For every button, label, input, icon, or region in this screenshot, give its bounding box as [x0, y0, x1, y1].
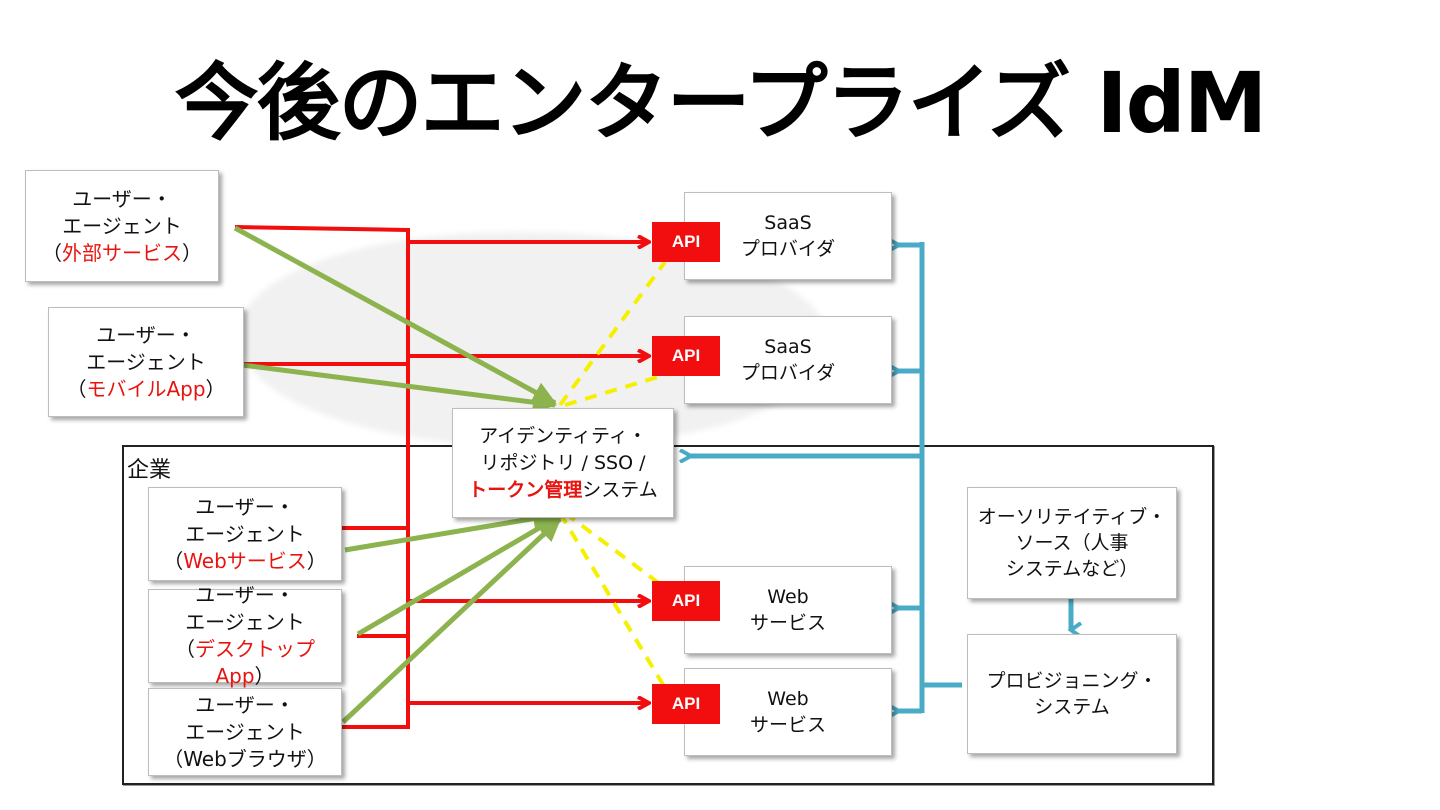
service-line2: プロバイダ: [740, 362, 836, 384]
authoritative-line1: オーソリテイティブ・: [977, 506, 1167, 528]
slide-title: 今後のエンタープライズ IdM: [174, 54, 1268, 152]
provisioning-system: プロビジョニング・ システム: [967, 634, 1177, 754]
agent-line2: エージェント: [185, 719, 305, 744]
identity-line1: アイデンティティ・: [479, 424, 647, 447]
blue-provisioning-lines: [690, 242, 1071, 713]
agent-line1: ユーザー・: [72, 186, 172, 211]
agent-line2: エージェント: [86, 349, 206, 374]
yellow-token-links: [558, 260, 669, 690]
user-agent-web-browser: ユーザー・ エージェント （Webブラウザ）: [148, 688, 342, 776]
provisioning-line1: プロビジョニング・: [986, 670, 1158, 692]
agent-open-paren: （: [163, 746, 184, 771]
service-line2: サービス: [749, 612, 826, 634]
service-line1: SaaS: [764, 212, 812, 234]
agent-line2: エージェント: [62, 213, 182, 238]
agent-kind: デスクトップApp: [195, 637, 315, 688]
agent-close-paren: ）: [205, 376, 226, 401]
provisioning-line2: システム: [1034, 696, 1110, 718]
user-agent-web-service: ユーザー・ エージェント （Webサービス）: [148, 487, 342, 581]
agent-open-paren: （: [42, 240, 62, 265]
enterprise-label: 企業: [127, 458, 172, 483]
user-agent-mobile-app: ユーザー・ エージェント （モバイルApp）: [48, 307, 244, 417]
service-line2: サービス: [749, 714, 826, 736]
agent-line1: ユーザー・: [96, 322, 196, 347]
agent-kind: Webブラウザ: [183, 746, 307, 771]
api-badge-web-2: API: [652, 684, 720, 724]
authoritative-source: オーソリテイティブ・ ソース（人事 システムなど）: [967, 487, 1177, 599]
agent-kind: Webサービス: [183, 548, 307, 573]
agent-kind: 外部サービス: [62, 240, 182, 265]
agent-line1: ユーザー・: [195, 692, 295, 717]
service-line1: Web: [767, 586, 809, 608]
authoritative-line3: システムなど）: [1005, 558, 1139, 580]
agent-close-paren: ）: [306, 548, 327, 573]
service-line1: SaaS: [764, 336, 812, 358]
green-flow-lines: [233, 225, 562, 724]
agent-close-paren: ）: [306, 746, 327, 771]
api-badge-saas-2: API: [652, 336, 720, 376]
authoritative-line2: ソース（人事: [1015, 532, 1129, 554]
service-line1: Web: [767, 688, 809, 710]
identity-line3-rest: システム: [582, 478, 658, 501]
agent-line1: ユーザー・: [195, 494, 295, 519]
agent-line2: エージェント: [185, 610, 305, 634]
api-badge-saas-1: API: [652, 222, 720, 262]
red-flow-lines: [234, 225, 648, 729]
agent-line1: ユーザー・: [195, 583, 295, 607]
agent-open-paren: （: [66, 376, 87, 401]
user-agent-desktop-app: ユーザー・ エージェント （デスクトップApp）: [148, 583, 342, 688]
service-line2: プロバイダ: [740, 238, 836, 260]
agent-open-paren: （: [163, 548, 184, 573]
api-badge-web-1: API: [652, 581, 720, 621]
user-agent-external-service: ユーザー・ エージェント （外部サービス）: [25, 170, 219, 282]
agent-close-paren: ）: [182, 240, 202, 265]
agent-line2: エージェント: [185, 521, 305, 546]
token-management-label: トークン管理: [468, 478, 583, 501]
agent-kind: モバイルApp: [86, 376, 206, 401]
identity-repository-sso-system: アイデンティティ・ リポジトリ / SSO / トークン管理システム: [452, 408, 674, 518]
identity-line2: リポジトリ / SSO /: [480, 451, 646, 474]
agent-close-paren: ）: [254, 664, 275, 688]
agent-open-paren: （: [175, 637, 195, 661]
